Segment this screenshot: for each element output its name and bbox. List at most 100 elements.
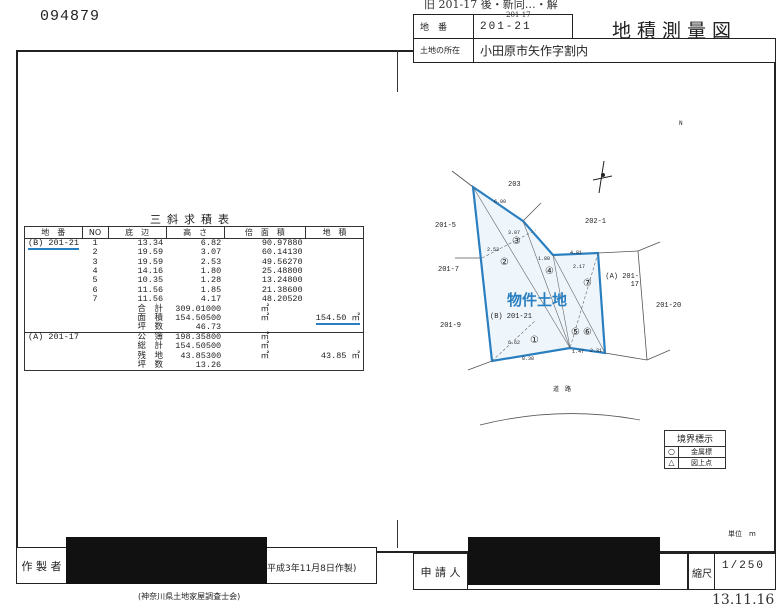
lot-a-label: (A) 201-17 — [605, 273, 639, 289]
table-cell: 2 — [92, 247, 98, 258]
table-row: 4 14.16 1.80 25.48800 — [25, 265, 364, 276]
table-cell: 6 — [92, 284, 98, 295]
boundary-legend: 境界標示 ○金属標 △図上点 — [664, 430, 726, 469]
divider-bottom — [397, 520, 398, 548]
table-cell: 坪 数 — [137, 359, 164, 370]
edge-length: 2.31 — [590, 348, 603, 354]
double-area-cell: 25.48800 — [261, 265, 303, 276]
table-cell: 3 — [92, 256, 98, 267]
edge-length: 6.62 — [508, 340, 521, 346]
triangle-number: ⑤ — [571, 327, 580, 338]
triangle-marker-icon: △ — [665, 458, 679, 468]
lot-number-value: 201-21 — [480, 20, 532, 33]
handwritten-lot: 201-17 — [506, 11, 531, 19]
table-cell: ㎡ — [260, 303, 270, 314]
lot-a: (A) 201-17 — [24, 332, 83, 343]
height-cell: 1.85 — [200, 284, 222, 295]
col-double-area: 倍 面 積 — [223, 226, 307, 239]
height-cell: 6.82 — [200, 238, 222, 248]
base-cell: 11.56 — [137, 294, 164, 305]
table-row: 3 19.59 2.53 49.56270 — [25, 257, 364, 266]
base-cell: 11.56 — [137, 284, 164, 295]
table-cell: 公 簿 — [108, 332, 167, 343]
drawing-frame — [16, 50, 776, 553]
neighbor-lot-label: 201-20 — [656, 302, 682, 310]
base-cell: 14.16 — [137, 265, 164, 276]
creation-date: 平成3年11月8日作製) — [267, 564, 357, 574]
table-cell: ㎡ — [260, 341, 270, 352]
lot-b: (B) 201-21 — [28, 238, 80, 250]
road-label: 道 路 — [553, 386, 572, 393]
triangle-number: ④ — [545, 266, 554, 277]
table-cell: 198.35800 — [166, 332, 225, 343]
neighbor-lot-label: 201-9 — [440, 322, 462, 330]
handwritten-note: 旧 201-17 後・新同…・解 — [424, 0, 558, 11]
legend-item: ○金属標 — [665, 446, 725, 457]
neighbor-lot-label: 203 — [508, 181, 521, 189]
table-cell: 309.01000 — [175, 303, 222, 314]
lot-b-label: (B) 201-21 — [490, 313, 533, 321]
table-cell: ㎡ — [260, 350, 270, 361]
height-cell: 1.80 — [200, 265, 222, 276]
neighbor-lot-label: 202-1 — [585, 218, 607, 226]
location-box: 土地の所在 小田原市矢作字割内 — [413, 38, 776, 63]
north-arrow-icon — [598, 160, 605, 194]
height-cell: 1.28 — [200, 275, 222, 286]
table-cell: 46.73 — [195, 322, 222, 333]
redacted-maker — [66, 537, 267, 584]
col-chiseki: 地 積 — [305, 226, 364, 239]
frame-top-line — [16, 50, 413, 52]
scale-label: 縮尺 — [692, 569, 712, 580]
double-area-cell: 90.97880 — [261, 238, 303, 248]
legend-label: 金属標 — [691, 448, 712, 456]
document-title: 地積測量図 — [612, 20, 738, 42]
legend-item: △図上点 — [665, 457, 725, 468]
table-cell: ㎡ — [224, 332, 306, 343]
base-cell: 13.34 — [137, 238, 164, 248]
base-cell: 19.59 — [137, 256, 164, 267]
table-cell: ㎡ — [260, 312, 270, 323]
table-cell — [82, 332, 109, 343]
base-cell: 19.59 — [137, 247, 164, 258]
triangle-number: ③ — [512, 236, 521, 247]
redacted-applicant — [468, 537, 660, 585]
height-cell: 4.17 — [200, 294, 222, 305]
edge-length: 1.47 — [572, 349, 585, 355]
height-cell: 2.53 — [200, 256, 222, 267]
lot-number-label: 地 番 — [414, 15, 474, 38]
edge-length: 6.00 — [494, 199, 507, 205]
double-area-cell: 49.56270 — [261, 256, 303, 267]
applicant-label: 申 請 人 — [414, 554, 468, 589]
triangle-number: ② — [500, 257, 509, 268]
table-cell: 総 計 — [137, 341, 164, 352]
chiseki-b: 154.50 ㎡ — [306, 312, 364, 325]
col-height: 高 さ — [165, 226, 225, 239]
table-cell: 13.26 — [195, 359, 222, 370]
triangle-number: ⑥ — [583, 327, 592, 338]
handwritten-date: 13.11.16 — [712, 592, 775, 608]
table-cell: 坪 数 — [137, 322, 164, 333]
double-area-cell: 13.24800 — [261, 275, 303, 286]
table-cell: 7 — [92, 294, 98, 305]
neighbor-lot-label: 201-7 — [438, 266, 460, 274]
table-title: 三斜求積表 — [150, 213, 235, 226]
table-cell: 4 — [92, 265, 98, 276]
table-cell: 面 積 — [137, 312, 164, 323]
height-cell: 3.07 — [200, 247, 222, 258]
base-cell: 10.35 — [137, 275, 164, 286]
lot-b: (B) 201-21 — [25, 238, 83, 250]
scale-value: 1/250 — [722, 560, 766, 572]
association-name: (神奈川県土地家屋調査士会) — [138, 592, 241, 601]
table-row: 坪 数 13.26 — [25, 361, 364, 371]
edge-length: 2.17 — [573, 264, 586, 270]
north-arrow-cross — [592, 175, 613, 181]
